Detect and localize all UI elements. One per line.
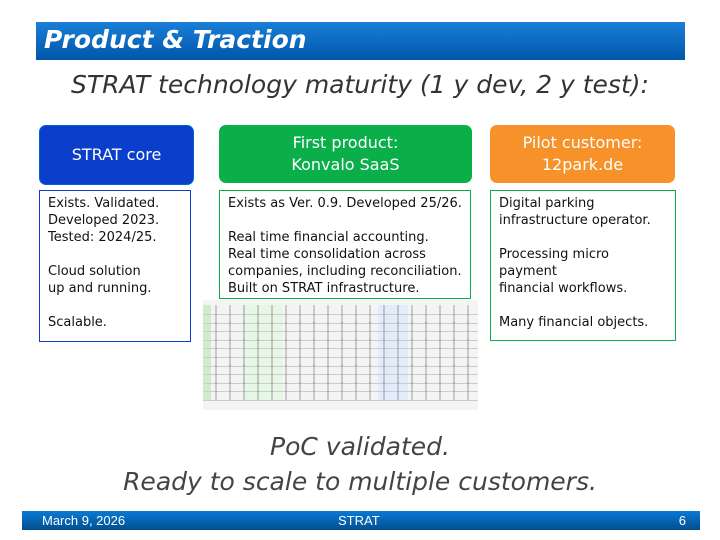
pilot-customer-header: Pilot customer: 12park.de	[490, 125, 675, 183]
slide-title: Product & Traction	[44, 25, 307, 54]
text-line: Real time financial accounting.	[228, 230, 429, 245]
slide-subtitle: STRAT technology maturity (1 y dev, 2 y …	[71, 70, 649, 99]
text-line: Built on STRAT infrastructure.	[228, 281, 420, 296]
text-line: Tested: 2024/25.	[48, 230, 157, 245]
pilot-customer-details: Digital parking infrastructure operator. P…	[490, 190, 676, 341]
strat-core-details: Exists. Validated. Developed 2023. Tested:…	[39, 190, 191, 342]
footer-title: STRAT	[338, 513, 380, 528]
text-line: Cloud solution	[48, 264, 141, 279]
text-line: Developed 2023.	[48, 213, 160, 228]
conclusion-line-1: PoC validated.	[270, 432, 450, 461]
text-line: Exists. Validated.	[48, 196, 160, 211]
screenshot-column-highlight	[378, 305, 408, 400]
first-product-name: Konvalo SaaS	[291, 155, 400, 174]
first-product-details: Exists as Ver. 0.9. Developed 25/26. Real…	[219, 190, 471, 299]
text-line	[499, 229, 667, 246]
text-line: Exists as Ver. 0.9. Developed 25/26.	[228, 196, 462, 211]
text-line	[228, 212, 462, 229]
text-line: up and running.	[48, 281, 152, 296]
page-number: 6	[678, 513, 686, 528]
screenshot-row	[203, 330, 478, 341]
text-line	[48, 297, 182, 314]
strat-core-header: STRAT core	[39, 125, 194, 185]
text-line	[48, 246, 182, 263]
text-line	[499, 297, 667, 314]
conclusion-line-2: Ready to scale to multiple customers.	[123, 467, 597, 496]
text-line: infrastructure operator.	[499, 213, 651, 228]
text-line: Digital parking	[499, 196, 595, 211]
screenshot-row	[203, 373, 478, 384]
footer-date: March 9, 2026	[42, 513, 126, 528]
first-product-title: First product:	[292, 133, 399, 152]
screenshot-row	[203, 356, 478, 367]
text-line: Processing micro payment	[499, 247, 609, 279]
screenshot-column-highlight	[243, 305, 283, 400]
product-screenshot-image	[203, 300, 478, 410]
strat-core-title: STRAT core	[71, 145, 162, 164]
title-bar: Product & Traction	[36, 22, 685, 60]
pilot-customer-name: 12park.de	[541, 155, 624, 174]
first-product-header: First product: Konvalo SaaS	[219, 125, 472, 183]
text-line: Real time consolidation across	[228, 247, 426, 262]
screenshot-row-markers	[203, 305, 211, 400]
text-line: Many financial objects.	[499, 315, 649, 330]
screenshot-row	[203, 313, 478, 324]
pilot-customer-title: Pilot customer:	[522, 133, 643, 152]
screenshot-row	[203, 322, 478, 333]
text-line: financial workflows.	[499, 281, 628, 296]
text-line: Scalable.	[48, 315, 107, 330]
text-line: companies, including reconciliation.	[228, 264, 462, 279]
screenshot-row	[203, 365, 478, 376]
screenshot-row	[203, 305, 478, 315]
screenshot-row	[203, 339, 478, 350]
screenshot-row	[203, 391, 478, 401]
screenshot-row	[203, 348, 478, 358]
screenshot-row	[203, 382, 478, 393]
footer-bar: March 9, 2026 STRAT 6	[22, 511, 700, 530]
